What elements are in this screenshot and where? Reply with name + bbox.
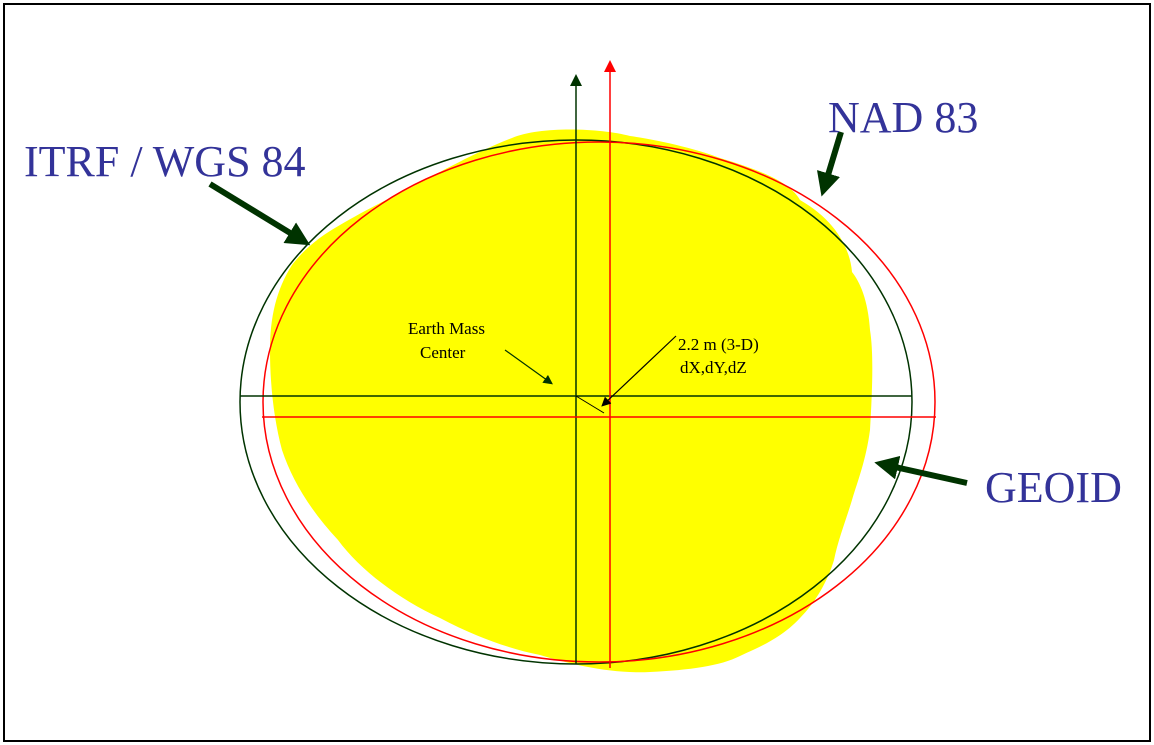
itrf-label-arrow — [208, 181, 311, 246]
nad83-label-arrow — [816, 131, 844, 197]
offset-label-line1: 2.2 m (3-D) — [678, 335, 759, 354]
nad83-label: NAD 83 — [828, 93, 978, 142]
geoid-label: GEOID — [985, 463, 1122, 512]
center-offset-line — [575, 395, 605, 414]
offset-arrow — [601, 335, 677, 407]
nad83-ellipsoid — [262, 141, 936, 663]
geoid-blob — [270, 129, 873, 673]
earth-mass-center-label-line1: Earth Mass — [408, 319, 485, 338]
itrf-wgs84-label: ITRF / WGS 84 — [24, 137, 306, 186]
offset-label-line2: dX,dY,dZ — [680, 358, 747, 377]
earth-mass-center-arrow — [504, 349, 553, 385]
earth-mass-center-label-line2: Center — [420, 343, 466, 362]
geoid-label-arrow — [874, 455, 968, 486]
